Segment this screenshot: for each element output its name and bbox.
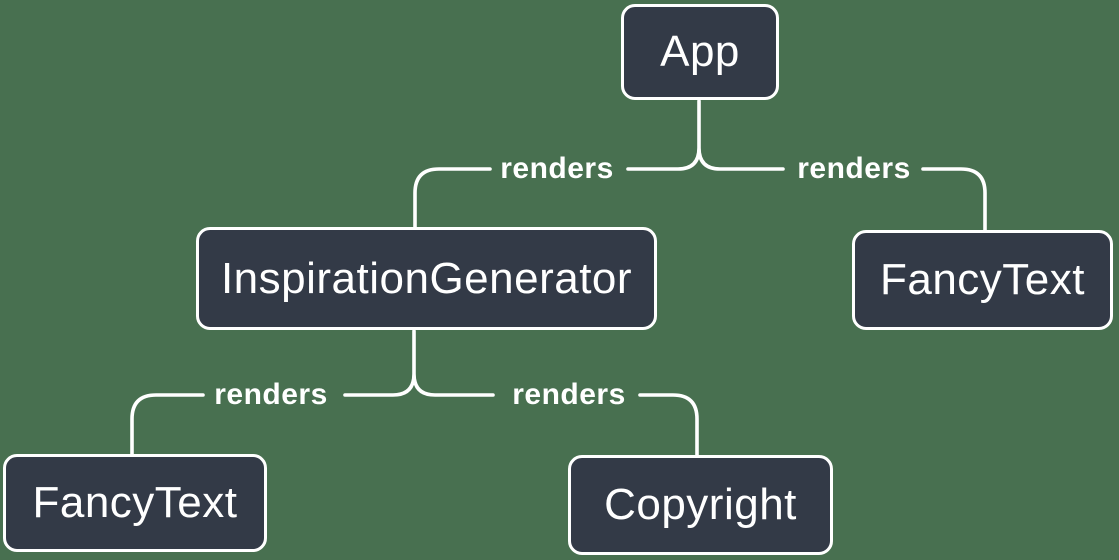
edge-app-fork — [626, 99, 785, 171]
node-fancy-text-top-right: FancyText — [852, 230, 1113, 330]
edge-line-inspiration-to-fancy-text-bottom — [130, 393, 205, 458]
edge-line-inspiration-to-copyright — [638, 393, 699, 459]
node-fancy-text-bottom-left: FancyText — [3, 454, 267, 552]
edge-label-app-fancy-text: renders — [797, 152, 911, 185]
node-inspiration-generator: InspirationGenerator — [196, 227, 657, 330]
edge-label-inspiration-copyright: renders — [512, 378, 626, 411]
edge-label-inspiration-fancy-text: renders — [214, 378, 328, 411]
node-app: App — [621, 4, 779, 100]
node-copyright: Copyright — [568, 455, 833, 555]
edge-label-app-inspiration-generator: renders — [500, 152, 614, 185]
edge-line-app-to-inspiration-generator — [413, 167, 492, 231]
edge-line-app-to-fancy-text-top — [921, 167, 987, 234]
edge-inspiration-generator-fork — [343, 329, 495, 397]
